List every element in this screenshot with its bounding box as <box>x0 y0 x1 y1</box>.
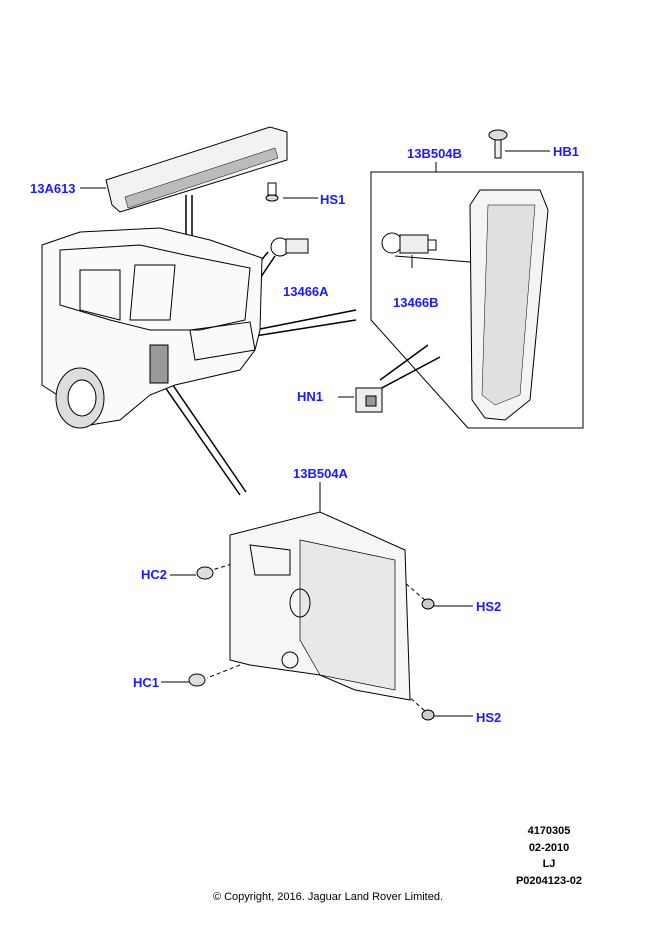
bulb-13466a-drawing <box>270 237 309 257</box>
diagram-initials: LJ <box>542 858 556 870</box>
callout-hn1[interactable]: HN1 <box>297 389 324 404</box>
callout-13b504b[interactable]: 13B504B <box>407 146 462 161</box>
diagram-date: 02-2010 <box>528 842 570 854</box>
callout-13466b[interactable]: 13466B <box>393 295 439 310</box>
nut-hn1-drawing <box>355 387 383 413</box>
screw-hb1-drawing <box>488 129 508 159</box>
bulb-13466b-drawing <box>381 232 437 268</box>
upper-lamp-frame <box>370 171 584 429</box>
callout-hb1[interactable]: HB1 <box>553 144 580 159</box>
callout-hc2[interactable]: HC2 <box>141 567 168 582</box>
upper-lamp-lens-drawing <box>469 189 549 421</box>
copyright: © Copyright, 2016. Jaguar Land Rover Lim… <box>212 891 444 903</box>
callout-hs2-lower[interactable]: HS2 <box>476 710 502 725</box>
callout-hs1[interactable]: HS1 <box>320 192 346 207</box>
callout-13466a[interactable]: 13466A <box>283 284 329 299</box>
high-mount-lamp-drawing <box>105 126 288 213</box>
vehicle-drawing <box>41 227 263 429</box>
diagram-code: 4170305 <box>527 825 571 837</box>
callout-13b504a[interactable]: 13B504A <box>293 466 348 481</box>
fasteners-drawing <box>188 566 435 721</box>
lower-lamp-drawing <box>229 511 411 701</box>
callout-hc1[interactable]: HC1 <box>133 675 160 690</box>
callout-13a613[interactable]: 13A613 <box>30 181 76 196</box>
callout-hs2-upper[interactable]: HS2 <box>476 599 502 614</box>
screw-hs1-drawing <box>265 182 279 202</box>
diagram-ref: P0204123-02 <box>515 875 583 887</box>
